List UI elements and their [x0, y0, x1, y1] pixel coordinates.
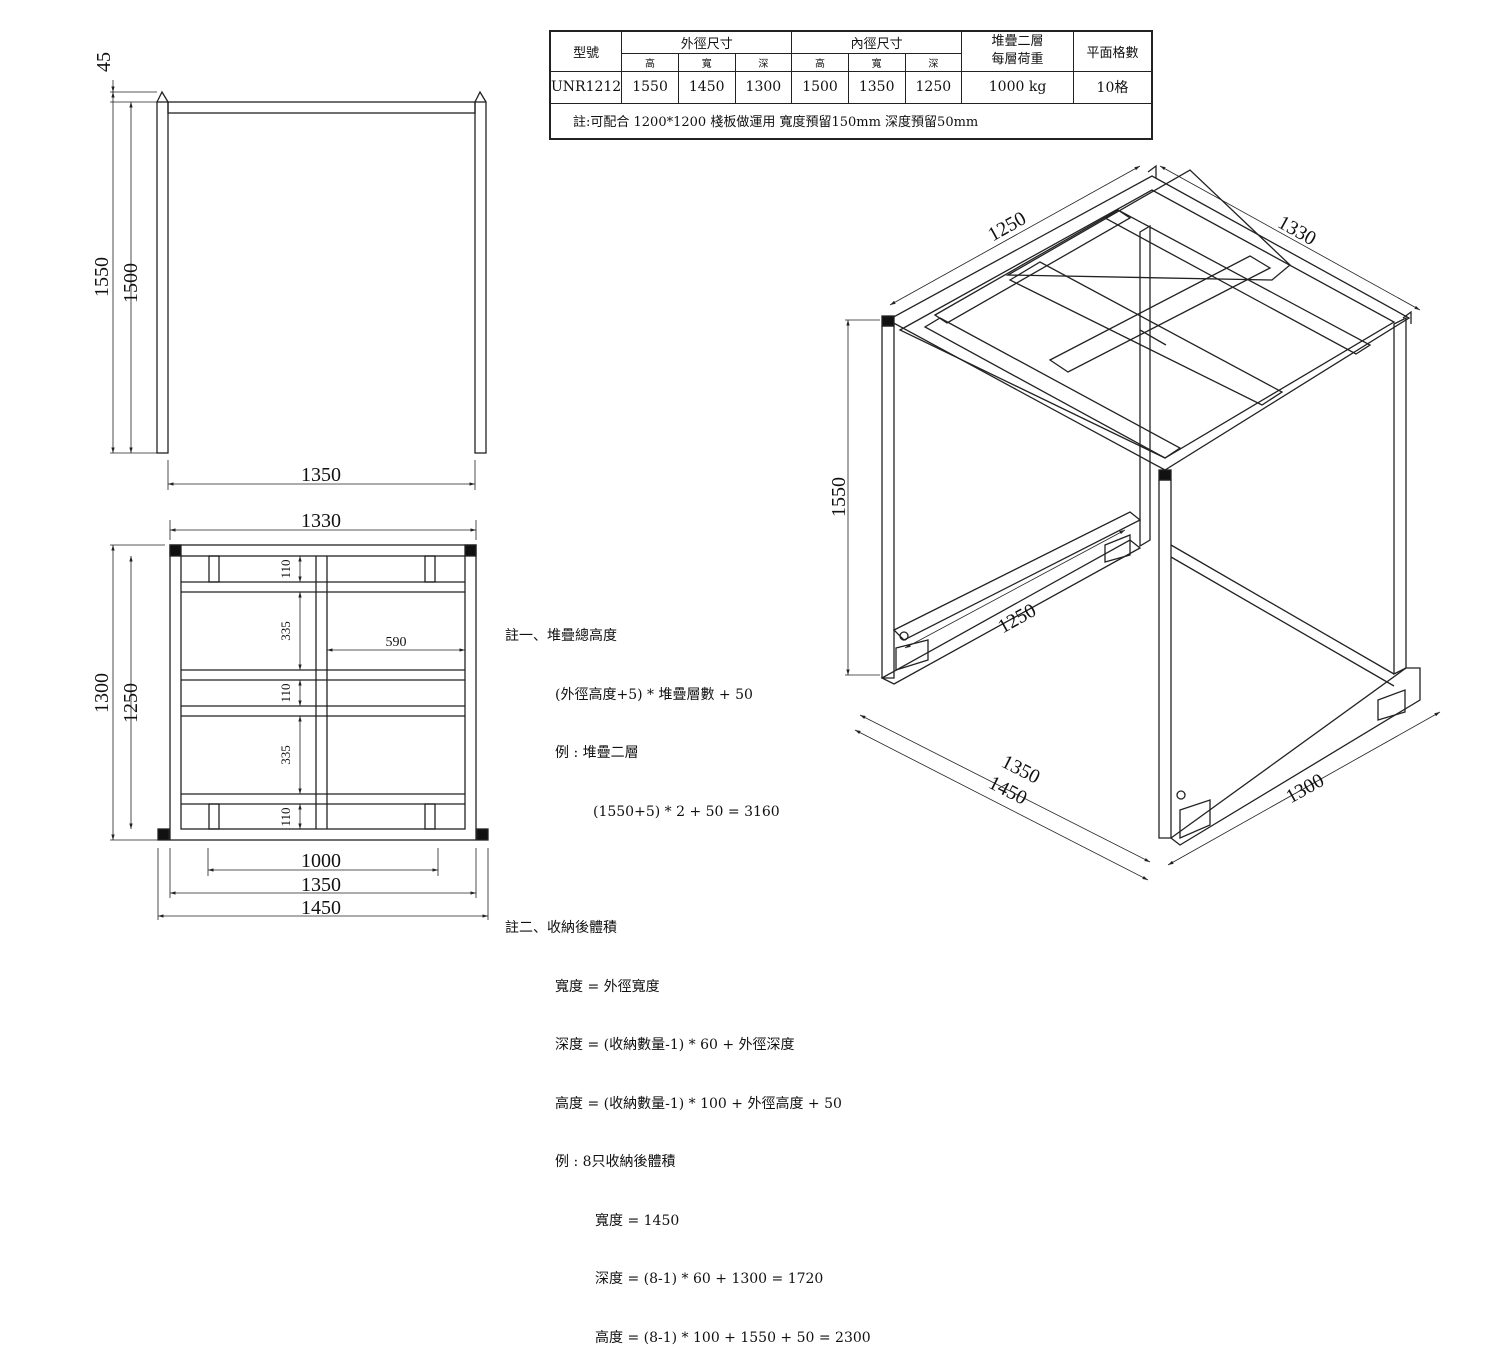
- note2-example-width: 寬度 = 1450: [595, 1212, 680, 1229]
- note2-depth: 深度 = (收納數量-1) * 60 + 外徑深度: [555, 1037, 795, 1053]
- col-outer-header: 外徑尺寸: [621, 30, 793, 54]
- front-dim-1350: 1350: [301, 464, 341, 486]
- cell-load: 1000 kg: [961, 70, 1074, 104]
- note1-title: 註一、堆疊總高度: [505, 628, 617, 644]
- front-dims: [110, 80, 476, 490]
- front-right-post-tip: [474, 90, 487, 103]
- cell-inner-d: 1250: [904, 70, 963, 104]
- iso-post-right: [1393, 316, 1407, 676]
- front-dim-45: 45: [93, 52, 115, 72]
- top-dim-590: 590: [386, 635, 407, 650]
- front-view: 45 1550 1500 1350: [91, 52, 487, 490]
- cell-grid: 10格: [1072, 70, 1153, 104]
- top-dim-1000: 1000: [301, 850, 341, 872]
- front-top-beam: [167, 101, 476, 114]
- iso-view: 1250 1330 1550 1250 1350 1450 1300: [828, 164, 1441, 881]
- iso-post-front: [1158, 479, 1172, 839]
- note2-example-depth: 深度 = (8-1) * 60 + 1300 = 1720: [595, 1271, 824, 1287]
- top-dim-110-b: 110: [278, 683, 293, 702]
- note2-height: 高度 = (收納數量-1) * 100 + 外徑高度 + 50: [555, 1095, 842, 1112]
- note1-example-label: 例 : 堆疊二層: [555, 745, 639, 761]
- cell-outer-d: 1300: [734, 70, 793, 104]
- top-dim-1330: 1330: [301, 510, 341, 532]
- top-dim-1350: 1350: [301, 874, 341, 896]
- top-outer-frame: [169, 544, 477, 841]
- iso-dim-1550: 1550: [828, 477, 850, 517]
- top-view: 1330 1300 1250 110 335 110 335 110 590 1…: [91, 510, 489, 920]
- front-dim-1500: 1500: [120, 263, 142, 303]
- col-grid-header: 平面格數: [1072, 30, 1153, 72]
- top-dim-335-a: 335: [278, 621, 293, 641]
- cell-model: UNR1212: [549, 70, 623, 104]
- top-corner-bl: [157, 828, 170, 841]
- top-corner-tr: [464, 544, 477, 557]
- note2-title: 註二、收納後體積: [505, 920, 617, 936]
- iso-dims: [845, 165, 1441, 881]
- cell-inner-w: 1350: [847, 70, 906, 104]
- front-left-post: [156, 101, 169, 454]
- top-dim-1450: 1450: [301, 897, 341, 919]
- note2-example-height: 高度 = (8-1) * 100 + 1550 + 50 = 2300: [595, 1329, 871, 1346]
- top-dim-110-c: 110: [278, 807, 293, 826]
- top-dims: [110, 520, 489, 920]
- top-inner-frame: [180, 555, 466, 830]
- top-dim-1250: 1250: [120, 683, 142, 723]
- note1-formula: (外徑高度+5) * 堆疊層數 + 50: [555, 686, 753, 703]
- top-dim-1300: 1300: [91, 673, 113, 713]
- cell-outer-h: 1550: [621, 70, 679, 104]
- iso-dim-1300: 1300: [1282, 769, 1328, 808]
- iso-dim-1250-bottom: 1250: [994, 599, 1040, 638]
- top-corner-tl: [169, 544, 182, 557]
- cell-outer-w: 1450: [677, 70, 736, 104]
- table-note: 註:可配合 1200*1200 棧板做運用 寬度預留150mm 深度預留50mm: [549, 102, 1153, 139]
- spec-table: 型號 外徑尺寸 內徑尺寸 堆疊二層 每層荷重 平面格數 高 寬 深 高 寬 深 …: [549, 30, 1153, 140]
- top-corner-br: [476, 828, 489, 841]
- top-dim-110-a: 110: [278, 559, 293, 578]
- cell-inner-h: 1500: [791, 70, 849, 104]
- iso-post-front-left: [881, 325, 895, 679]
- front-left-post-tip: [156, 90, 169, 103]
- top-dim-335-b: 335: [278, 745, 293, 765]
- note1-example: (1550+5) * 2 + 50 = 3160: [593, 803, 780, 820]
- technical-drawing: 45 1550 1500 1350: [91, 52, 1441, 920]
- note2-example-label: 例 : 8只收納後體積: [555, 1154, 676, 1170]
- iso-dim-1330: 1330: [1274, 211, 1320, 250]
- front-right-post: [474, 101, 487, 454]
- front-dim-1550: 1550: [91, 257, 113, 297]
- iso-top-outer: [886, 175, 1411, 471]
